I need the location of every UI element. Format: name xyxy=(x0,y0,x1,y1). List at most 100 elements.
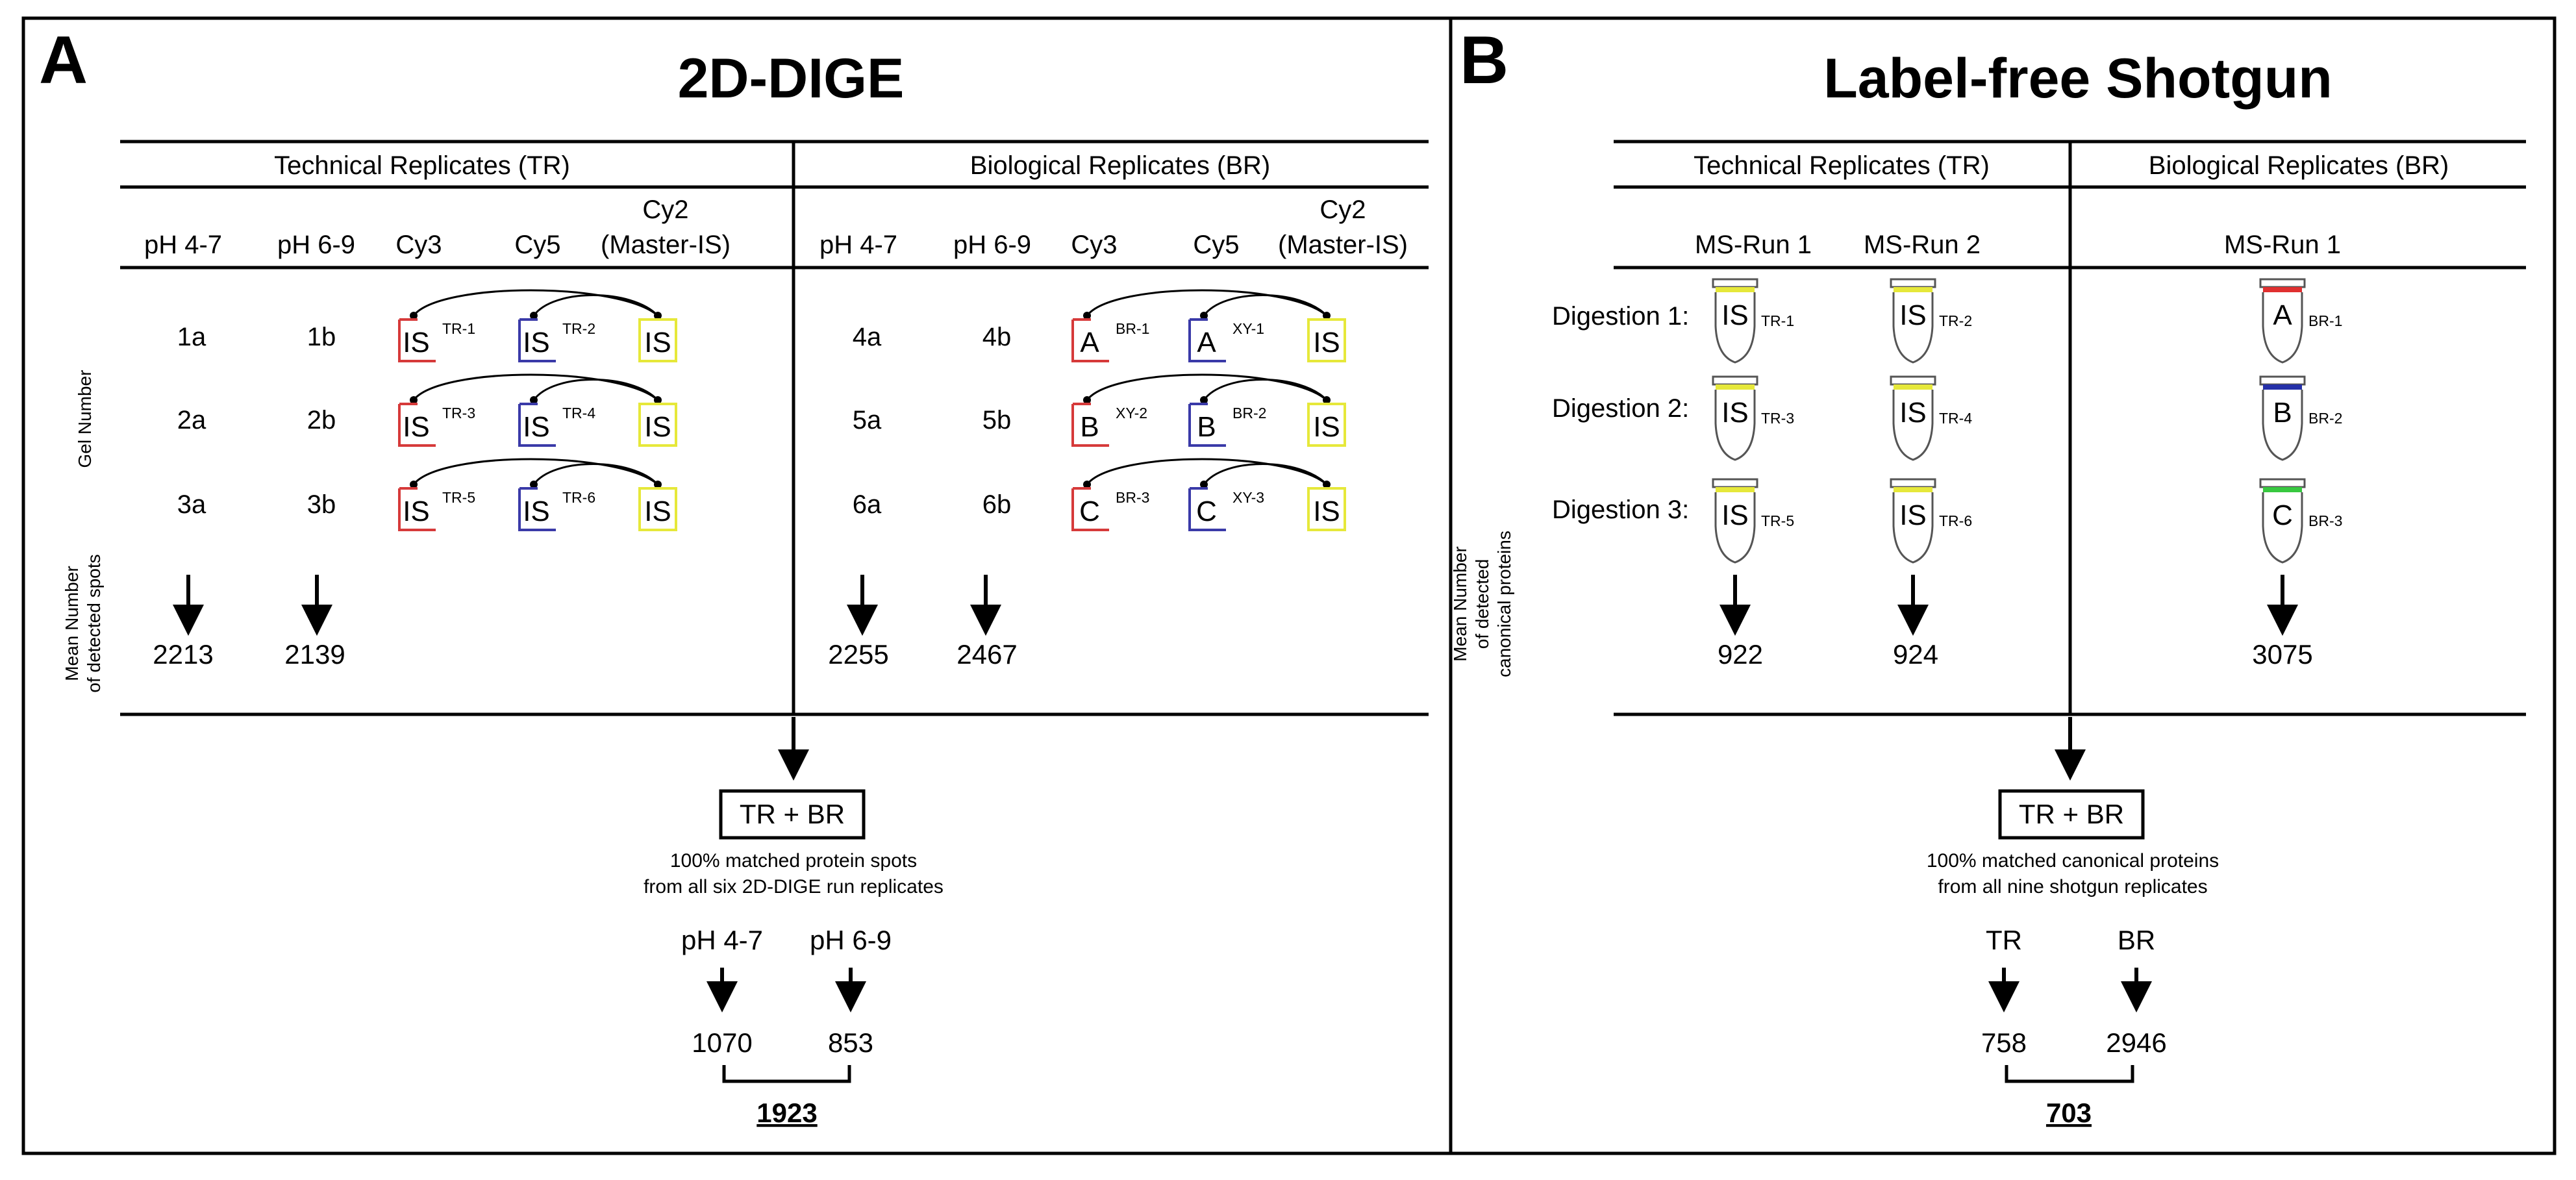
tr-cy5-box-1: IS xyxy=(518,318,556,362)
col-cy5-tr: Cy5 xyxy=(514,231,560,259)
tr-tag-a-1: TR-1 xyxy=(442,320,475,337)
col-ph69-tr: pH 6-9 xyxy=(277,231,355,259)
tube-br-d1-tag: BR-1 xyxy=(2308,312,2342,329)
br-links-3-dot-0 xyxy=(1083,481,1091,488)
panel-a-matched-2: from all six 2D-DIGE run replicates xyxy=(644,876,944,898)
tube-tr1-d2-label: IS xyxy=(1721,397,1749,429)
col-ph47-br: pH 4-7 xyxy=(819,231,897,259)
tr-links-3 xyxy=(410,458,662,488)
panel-a-bracket xyxy=(722,1065,851,1083)
br-links-1-dot-1 xyxy=(1200,312,1208,320)
tr-cy3-box-3-label: IS xyxy=(403,496,430,527)
panel-b-result-value-1: 758 xyxy=(1981,1027,2027,1058)
tr-links-3-dot-0 xyxy=(410,481,418,488)
panel-a-title: 2D-DIGE xyxy=(678,47,905,110)
br-tag-b-2: BR-2 xyxy=(1232,405,1266,421)
col-cy2-line2-br: (Master-IS) xyxy=(1278,231,1408,259)
gel-3b: 3b xyxy=(307,490,336,519)
tube-tr1-d2: IS TR-3 xyxy=(1712,375,1794,461)
tr-cy2-box-2: IS xyxy=(638,403,677,447)
br-cy5-box-2-label: B xyxy=(1197,411,1216,443)
tube-tr2-d1-label: IS xyxy=(1899,299,1927,331)
col-cy3-br: Cy3 xyxy=(1071,231,1117,259)
col-cy2-line1-tr: Cy2 xyxy=(642,195,688,224)
run-br-1: MS-Run 1 xyxy=(2224,231,2341,259)
gel-6a: 6a xyxy=(853,490,882,519)
br-cy5-box-2: B xyxy=(1188,403,1226,447)
panel-b-tr-header: Technical Replicates (TR) xyxy=(1694,151,1990,180)
mean-proteins-label-2: of detected xyxy=(1472,559,1492,649)
panel-b-result-label-1: TR xyxy=(1986,925,2022,955)
panel-a-matched-1: 100% matched protein spots xyxy=(670,850,917,872)
tube-tr2-d1-tag: TR-2 xyxy=(1939,312,1972,329)
br-links-2-dot-2 xyxy=(1323,396,1331,404)
tr-cy3-box-2: IS xyxy=(398,403,436,447)
tr-cy2-box-2-label: IS xyxy=(644,411,671,443)
tube-tr1-d2-tag: TR-3 xyxy=(1761,410,1794,427)
br-cy3-box-1: A xyxy=(1071,318,1109,362)
br-cy5-box-1: A xyxy=(1188,318,1226,362)
tr-tag-b-3: TR-6 xyxy=(562,489,595,506)
br-cy5-box-3: C xyxy=(1188,487,1226,531)
panel-a-combined-box xyxy=(719,789,866,840)
panel-b-result-value-2: 2946 xyxy=(2106,1027,2166,1058)
mean-proteins-label-3: canonical proteins xyxy=(1494,531,1514,677)
panel-b-br-header: Biological Replicates (BR) xyxy=(2149,151,2449,180)
br-cy5-box-1-label: A xyxy=(1197,327,1216,358)
tr-tag-a-3: TR-5 xyxy=(442,489,475,506)
tr-cy2-box-3-label: IS xyxy=(644,496,671,527)
tr-cy5-box-1-label: IS xyxy=(523,327,550,358)
panel-b-combined-label: TR + BR xyxy=(2019,799,2124,829)
br-cy5-box-3-label: C xyxy=(1196,496,1217,527)
tr-tag-b-1: TR-2 xyxy=(562,320,595,337)
tube-tr2-d2-label: IS xyxy=(1899,397,1927,429)
br-links-2-dot-1 xyxy=(1200,396,1208,404)
tr-links-2 xyxy=(410,373,662,404)
mean-b-br1: 3075 xyxy=(2252,639,2312,670)
tr-cy3-box-2-label: IS xyxy=(403,411,430,443)
panel-a-result-label-1: pH 4-7 xyxy=(681,925,763,955)
digestion-label-3: Digestion 3: xyxy=(1552,496,1689,524)
tr-links-1-dot-2 xyxy=(654,312,662,320)
tube-tr1-d1-tag: TR-1 xyxy=(1761,312,1794,329)
panel-b-bracket xyxy=(2005,1065,2134,1083)
gel-3a: 3a xyxy=(177,490,206,519)
panel-b-frame xyxy=(1449,16,2557,1155)
tr-links-1 xyxy=(410,289,662,320)
br-cy2-box-2-label: IS xyxy=(1313,411,1340,443)
tube-br-d3-tag: BR-3 xyxy=(2308,512,2342,529)
col-cy3-tr: Cy3 xyxy=(395,231,442,259)
gel-number-label: Gel Number xyxy=(75,370,95,468)
panel-b-matched-2: from all nine shotgun replicates xyxy=(1938,876,2207,898)
tr-tag-b-2: TR-4 xyxy=(562,405,595,421)
panel-a-result-label-2: pH 6-9 xyxy=(810,925,892,955)
mean-proteins-label-1: Mean Number xyxy=(1450,546,1470,661)
tube-tr2-d3-label: IS xyxy=(1899,499,1927,531)
mean-tr-ph47: 2213 xyxy=(153,639,213,670)
col-ph47-tr: pH 4-7 xyxy=(144,231,222,259)
mean-br-ph47: 2255 xyxy=(828,639,888,670)
panel-a-letter: A xyxy=(39,23,88,98)
tube-tr2-d1: IS TR-2 xyxy=(1890,278,1972,364)
gel-5a: 5a xyxy=(853,406,882,434)
br-links-3-dot-2 xyxy=(1323,481,1331,488)
br-cy2-box-1-label: IS xyxy=(1313,327,1340,358)
br-tag-a-1: BR-1 xyxy=(1116,320,1149,337)
mean-spots-label-1: Mean Number xyxy=(62,566,82,681)
mean-b-tr2: 924 xyxy=(1893,639,1938,670)
tr-cy5-box-3: IS xyxy=(518,487,556,531)
gel-2a: 2a xyxy=(177,406,206,434)
panel-a-result-value-2: 853 xyxy=(828,1027,873,1058)
tube-tr1-d3-label: IS xyxy=(1721,499,1749,531)
br-links-1-dot-0 xyxy=(1083,312,1091,320)
gel-6b: 6b xyxy=(982,490,1012,519)
panel-b-combined-box xyxy=(1998,789,2145,840)
tube-tr1-d1-label: IS xyxy=(1721,299,1749,331)
tr-gel-rows: 1a 1b 2a 2b 3a 3b xyxy=(177,323,336,519)
gel-1a: 1a xyxy=(177,323,206,351)
br-tag-b-3: XY-3 xyxy=(1232,489,1264,506)
run-tr-2: MS-Run 2 xyxy=(1864,231,1981,259)
